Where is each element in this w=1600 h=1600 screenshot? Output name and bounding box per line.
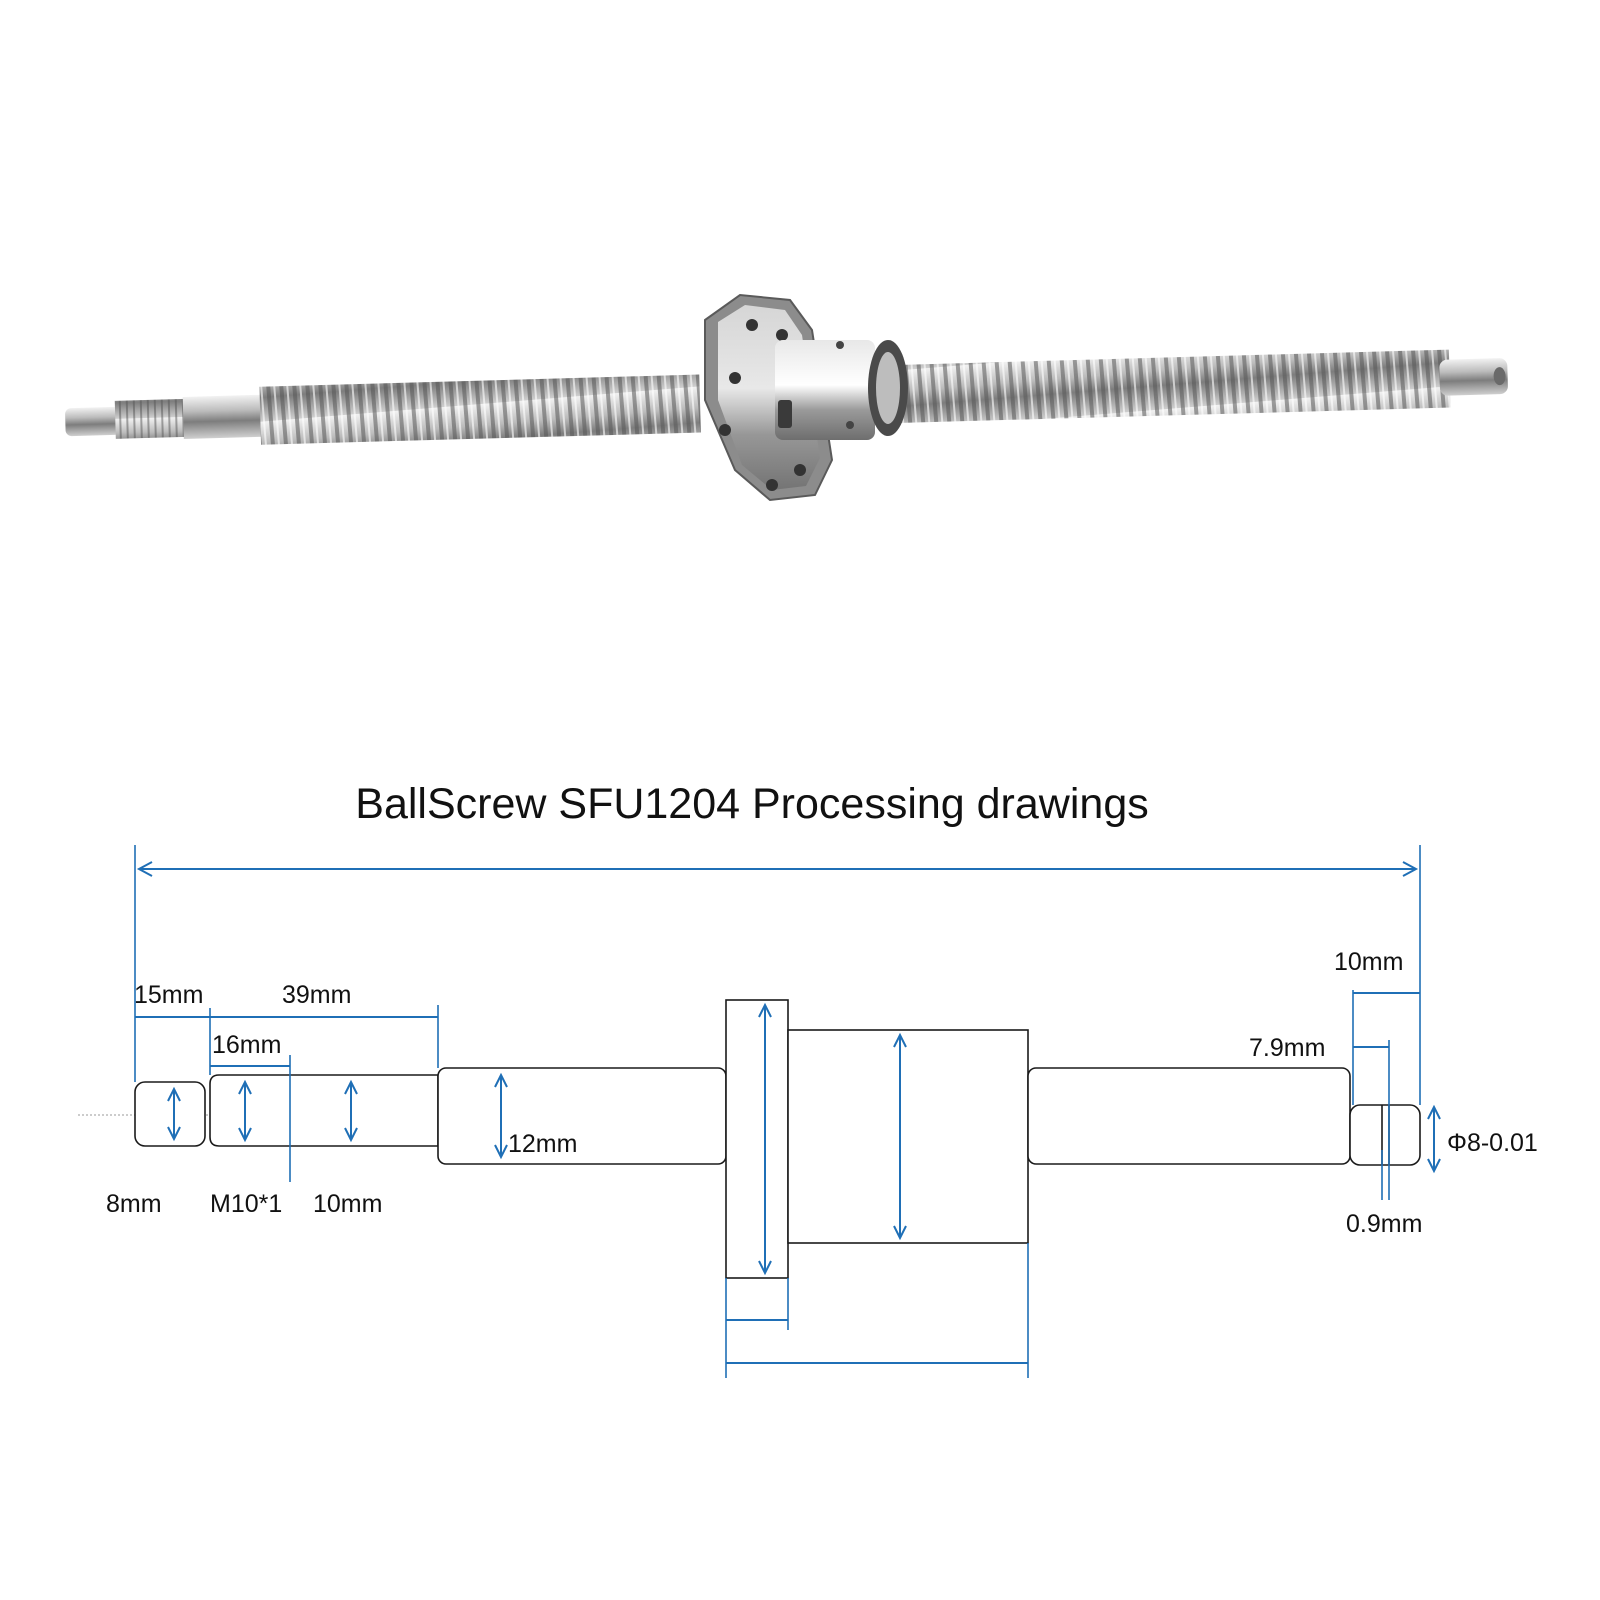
end-8mm — [134, 1081, 206, 1147]
label-thread-m10: M10*1 — [210, 1190, 282, 1218]
arrow-dia-8 — [167, 1086, 181, 1142]
arrow-nut-diameter — [893, 1032, 907, 1241]
thread-section — [209, 1074, 439, 1147]
screw-right-section — [1027, 1067, 1351, 1165]
ballscrew-product-photo — [65, 293, 1508, 502]
arrow-dia-12 — [494, 1072, 508, 1160]
overall-length-dimension — [134, 845, 1421, 1105]
right-length-dimensions — [1352, 990, 1420, 1200]
arrow-dia-phi8 — [1427, 1104, 1441, 1174]
nut-body-outline — [787, 1029, 1029, 1244]
end-phi8 — [1349, 1104, 1421, 1166]
left-journal — [65, 406, 121, 437]
screw-left-section — [437, 1067, 727, 1165]
label-8mm: 8mm — [106, 1190, 162, 1218]
arrow-dia-thread — [238, 1079, 252, 1143]
left-length-dimensions — [135, 1005, 439, 1182]
label-15mm: 15mm — [134, 981, 203, 1009]
drawing-title: BallScrew SFU1204 Processing drawings — [355, 780, 1148, 828]
nut-flange-outline — [725, 999, 789, 1279]
label-10mm-right: 10mm — [1334, 948, 1403, 976]
nut-length-dimensions — [725, 1243, 1029, 1378]
label-39mm: 39mm — [282, 981, 351, 1009]
arrow-dia-10 — [344, 1079, 358, 1143]
nut-body — [775, 340, 908, 440]
label-16mm: 16mm — [212, 1031, 281, 1059]
label-12mm: 12mm — [508, 1130, 577, 1158]
label-phi8: Φ8-0.01 — [1447, 1129, 1538, 1157]
diameter-arrows — [167, 1002, 1441, 1276]
label-10mm-dia: 10mm — [313, 1190, 382, 1218]
label-7-9mm: 7.9mm — [1249, 1034, 1325, 1062]
label-0-9mm: 0.9mm — [1346, 1210, 1422, 1238]
arrow-flange-diameter — [758, 1002, 772, 1276]
shaft-outline — [134, 999, 1421, 1279]
